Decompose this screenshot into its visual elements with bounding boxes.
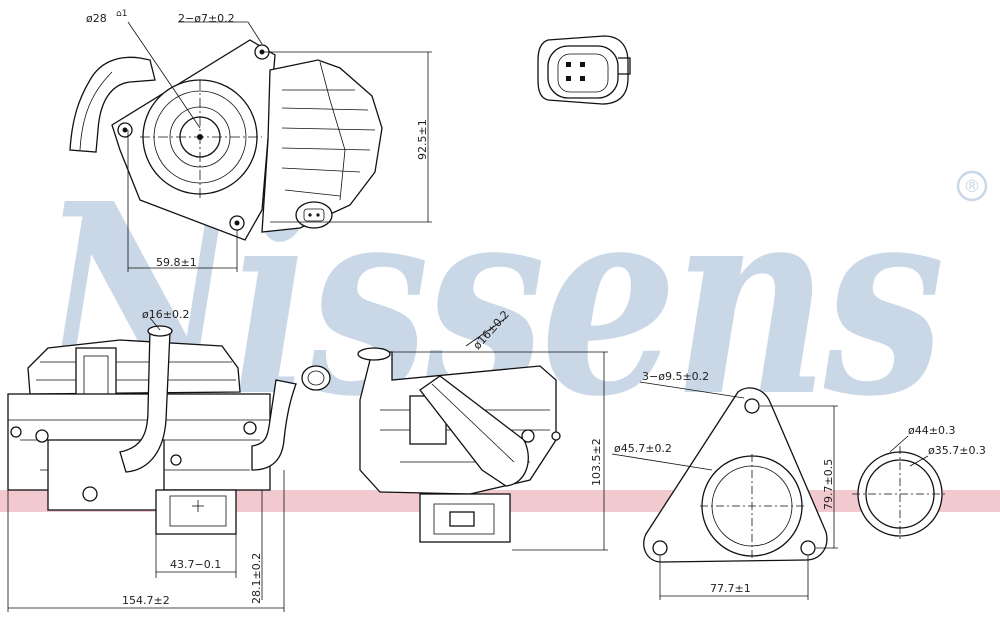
side-view: 103.5±2 ø16±0.2 <box>357 308 608 551</box>
dim-pipe-label: ø16±0.2 <box>142 308 189 321</box>
gasket-view: ø44±0.3 ø35.7±0.3 <box>852 424 986 542</box>
registered-mark-ring <box>956 170 988 202</box>
dim-center-label: 43.7−0.1 <box>170 558 221 571</box>
flange-dim-bore-label: ø45.7±0.2 <box>614 442 672 455</box>
flange-dim-width-label: 77.7±1 <box>710 582 751 595</box>
side-dim-height-label: 103.5±2 <box>590 438 603 486</box>
dim-width-label: 59.8±1 <box>156 256 197 269</box>
dim-height-label: 92.5±1 <box>416 119 429 160</box>
dim-bore-flat-label: ⌂1 <box>116 9 127 19</box>
gasket-dim-outer-label: ø44±0.3 <box>908 424 955 437</box>
dim-holes-label: 2−ø7±0.2 <box>178 12 235 25</box>
front-view: 154.7±2 43.7−0.1 28.1±0.2 ø16±0.2 <box>7 308 331 612</box>
gasket-dim-inner-label: ø35.7±0.3 <box>928 444 986 457</box>
flange-view: 3−ø9.5±0.2 ø45.7±0.2 79.7±0.5 77.7±1 <box>611 370 838 600</box>
dim-overall-label: 154.7±2 <box>122 594 170 607</box>
dim-flange-label: 28.1±0.2 <box>250 553 263 604</box>
top-view: ø28 ⌂1 2−ø7±0.2 92.5±1 59.8±1 <box>69 9 432 272</box>
registered-mark: ® <box>964 177 981 197</box>
flange-dim-height-label: 79.7±0.5 <box>822 459 835 510</box>
connector-plug <box>537 35 631 105</box>
dim-bore-label: ø28 <box>86 12 107 25</box>
flange-dim-holes-label: 3−ø9.5±0.2 <box>642 370 709 383</box>
